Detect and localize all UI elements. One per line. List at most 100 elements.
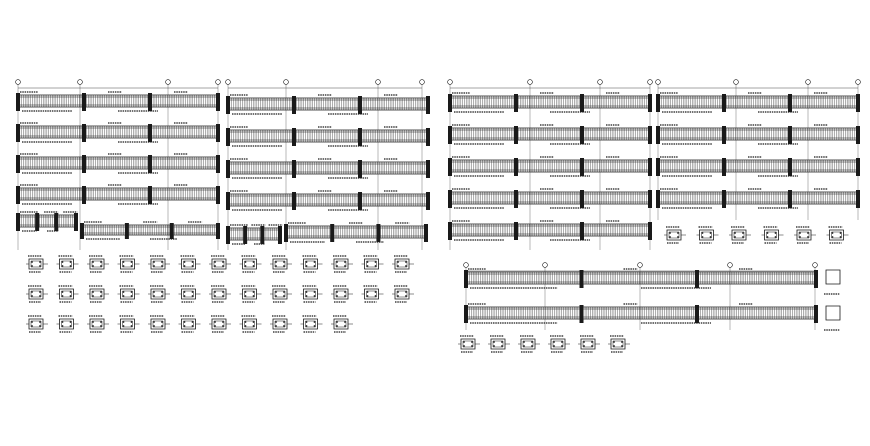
rebar-dot xyxy=(214,295,216,297)
rebar-dot xyxy=(31,325,33,327)
cross-section-2 xyxy=(87,256,109,272)
support-column xyxy=(330,224,335,242)
stirrup-outline xyxy=(153,291,163,297)
support-column xyxy=(514,94,518,112)
cross-section-4 xyxy=(148,256,170,272)
rebar-dot xyxy=(531,345,533,347)
cross-section-3 xyxy=(548,336,570,352)
grid-axis-bubble xyxy=(543,263,548,268)
support-column xyxy=(54,213,59,231)
rebar-dot xyxy=(561,345,563,347)
grid-axis-bubble xyxy=(648,80,653,85)
grid-axis-bubble xyxy=(638,263,643,268)
rebar-dot xyxy=(69,291,72,293)
stirrup-outline xyxy=(702,232,712,238)
beam-elevation-1 xyxy=(226,127,430,146)
rebar-dot xyxy=(100,321,102,323)
rebar-dot xyxy=(153,261,155,263)
rebar-dot xyxy=(191,295,194,297)
rebar-dot xyxy=(523,345,525,347)
rebar-dot xyxy=(214,261,216,263)
rebar-dot xyxy=(807,236,809,238)
rebar-dot xyxy=(214,325,216,327)
beam-elevation-4 xyxy=(448,221,652,240)
cross-section-24 xyxy=(362,286,384,302)
support-column xyxy=(514,190,518,208)
cross-section-25 xyxy=(392,286,414,302)
stirrup-outline xyxy=(123,321,133,327)
grid-axis-bubble xyxy=(464,263,469,268)
support-column xyxy=(514,126,518,144)
support-column xyxy=(695,270,699,288)
rebar-dot xyxy=(677,232,679,234)
rebar-dot xyxy=(366,265,369,267)
beam-outline xyxy=(82,225,218,235)
stirrup-outline xyxy=(31,321,41,327)
rebar-dot xyxy=(336,261,338,263)
rebar-dot xyxy=(471,345,473,347)
rebar-dot xyxy=(61,261,64,263)
end-section xyxy=(826,270,840,284)
beam-elevation-1 xyxy=(448,125,652,144)
cross-section-21 xyxy=(270,286,292,302)
rebar-dot xyxy=(61,291,64,293)
rebar-dot xyxy=(244,265,247,267)
rebar-dot xyxy=(61,325,64,327)
grid-axis-bubble xyxy=(528,80,533,85)
sheet-right-b-beam-elevations xyxy=(656,80,861,220)
stirrup-outline xyxy=(306,291,316,297)
rebar-dot xyxy=(344,295,346,297)
rebar-dot xyxy=(283,295,285,297)
support-column xyxy=(260,226,265,244)
rebar-dot xyxy=(374,261,377,263)
rebar-dot xyxy=(252,295,255,297)
sheet-right-b-cross-sections xyxy=(664,227,849,243)
rebar-dot xyxy=(344,265,346,267)
cross-section-20 xyxy=(240,286,262,302)
rebar-dot xyxy=(31,261,33,263)
rebar-dot xyxy=(366,291,369,293)
rebar-dot xyxy=(69,265,72,267)
rebar-dot xyxy=(621,341,623,343)
rebar-dot xyxy=(336,321,338,323)
rebar-dot xyxy=(799,232,801,234)
stirrup-outline xyxy=(31,291,41,297)
support-column xyxy=(514,158,518,176)
support-column xyxy=(16,155,20,173)
grid-axis-bubble xyxy=(806,80,811,85)
support-column xyxy=(358,160,362,178)
rebar-dot xyxy=(61,295,64,297)
support-column xyxy=(448,190,452,208)
rebar-dot xyxy=(799,236,801,238)
stirrup-outline xyxy=(669,232,679,238)
rebar-dot xyxy=(405,261,407,263)
rebar-dot xyxy=(92,295,94,297)
rebar-dot xyxy=(709,232,712,234)
support-column xyxy=(278,226,282,244)
stirrup-outline xyxy=(245,261,255,267)
stirrup-outline xyxy=(184,261,194,267)
support-column xyxy=(856,94,860,112)
stirrup-outline xyxy=(397,291,407,297)
rebar-dot xyxy=(305,321,308,323)
rebar-dot xyxy=(222,291,224,293)
rebar-dot xyxy=(39,321,41,323)
support-column xyxy=(464,305,468,323)
stirrup-outline xyxy=(31,261,41,267)
stirrup-outline xyxy=(367,261,377,267)
support-column xyxy=(656,158,660,176)
stirrup-outline xyxy=(153,261,163,267)
grid-axis-bubble xyxy=(226,80,231,85)
stirrup-outline xyxy=(214,291,224,297)
rebar-dot xyxy=(305,295,308,297)
support-column xyxy=(82,124,86,142)
stirrup-outline xyxy=(734,232,744,238)
stirrup-outline xyxy=(832,232,842,238)
rebar-dot xyxy=(313,291,316,293)
stirrup-outline xyxy=(92,291,102,297)
rebar-dot xyxy=(161,261,163,263)
rebar-dot xyxy=(214,291,216,293)
rebar-dot xyxy=(275,261,277,263)
rebar-dot xyxy=(244,321,247,323)
support-column xyxy=(424,224,428,242)
